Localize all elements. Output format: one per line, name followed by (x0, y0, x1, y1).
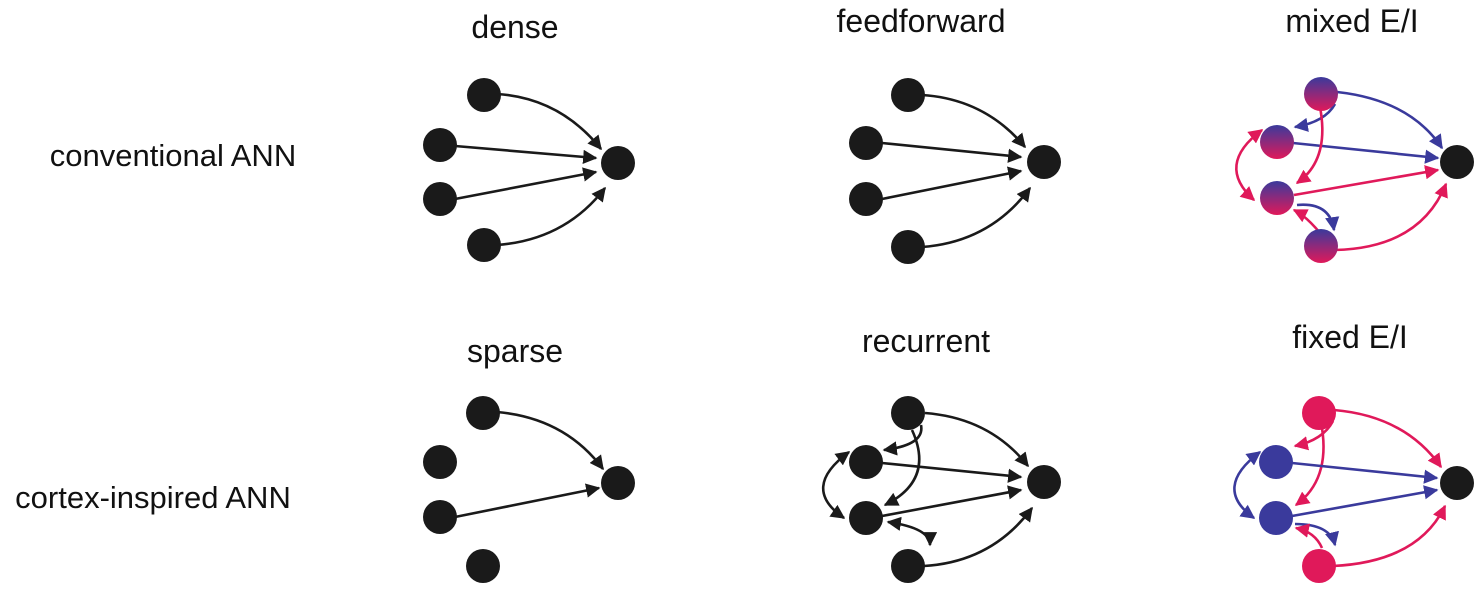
panel-title-recurrent: recurrent (862, 323, 990, 359)
neuron (891, 78, 925, 112)
output-neuron (601, 146, 635, 180)
output-neuron (1027, 465, 1061, 499)
output-neuron (1440, 145, 1474, 179)
row-label-conventional-ann: conventional ANN (50, 138, 296, 173)
inhibitory-edges (1233, 450, 1439, 549)
panel-mixed-ei (1235, 77, 1474, 263)
mixed-neuron (1260, 125, 1294, 159)
panel-title-dense: dense (471, 9, 558, 45)
mixed-neuron (1260, 181, 1294, 215)
output-neuron (601, 466, 635, 500)
neuron (423, 445, 457, 479)
edges (821, 411, 1034, 568)
excitatory-neuron (1302, 396, 1336, 430)
neuron (849, 445, 883, 479)
edges (454, 410, 605, 519)
panel-fixed-ei (1233, 396, 1474, 583)
neuron (466, 396, 500, 430)
neuron (891, 549, 925, 583)
panel-feedforward (849, 78, 1061, 264)
panel-dense (423, 78, 635, 262)
panel-title-sparse: sparse (467, 333, 563, 369)
neuron (423, 500, 457, 534)
panel-title-fixed-ei: fixed E/I (1292, 319, 1408, 355)
output-neuron (1440, 466, 1474, 500)
panel-title-feedforward: feedforward (837, 3, 1006, 39)
neuron (467, 228, 501, 262)
edges (454, 92, 607, 247)
mixed-neuron (1304, 229, 1338, 263)
excitatory-edges (1293, 408, 1447, 568)
neuron (891, 230, 925, 264)
edges (881, 93, 1032, 249)
neuron (467, 78, 501, 112)
inhibitory-neuron (1259, 501, 1293, 535)
neuron (466, 549, 500, 583)
inhibitory-edges (1292, 90, 1444, 232)
panel-recurrent (821, 396, 1061, 583)
inhibitory-neuron (1259, 445, 1293, 479)
neuron (849, 501, 883, 535)
neuron (423, 182, 457, 216)
excitatory-neuron (1302, 549, 1336, 583)
excitatory-edges (1235, 106, 1448, 252)
neuron (423, 128, 457, 162)
row-label-cortex-inspired-ann: cortex-inspired ANN (15, 480, 291, 515)
panel-title-mixed-ei: mixed E/I (1285, 3, 1418, 39)
mixed-neuron (1304, 77, 1338, 111)
neuron (891, 396, 925, 430)
panel-sparse (423, 396, 635, 583)
output-neuron (1027, 145, 1061, 179)
neuron (849, 126, 883, 160)
neuron (849, 182, 883, 216)
